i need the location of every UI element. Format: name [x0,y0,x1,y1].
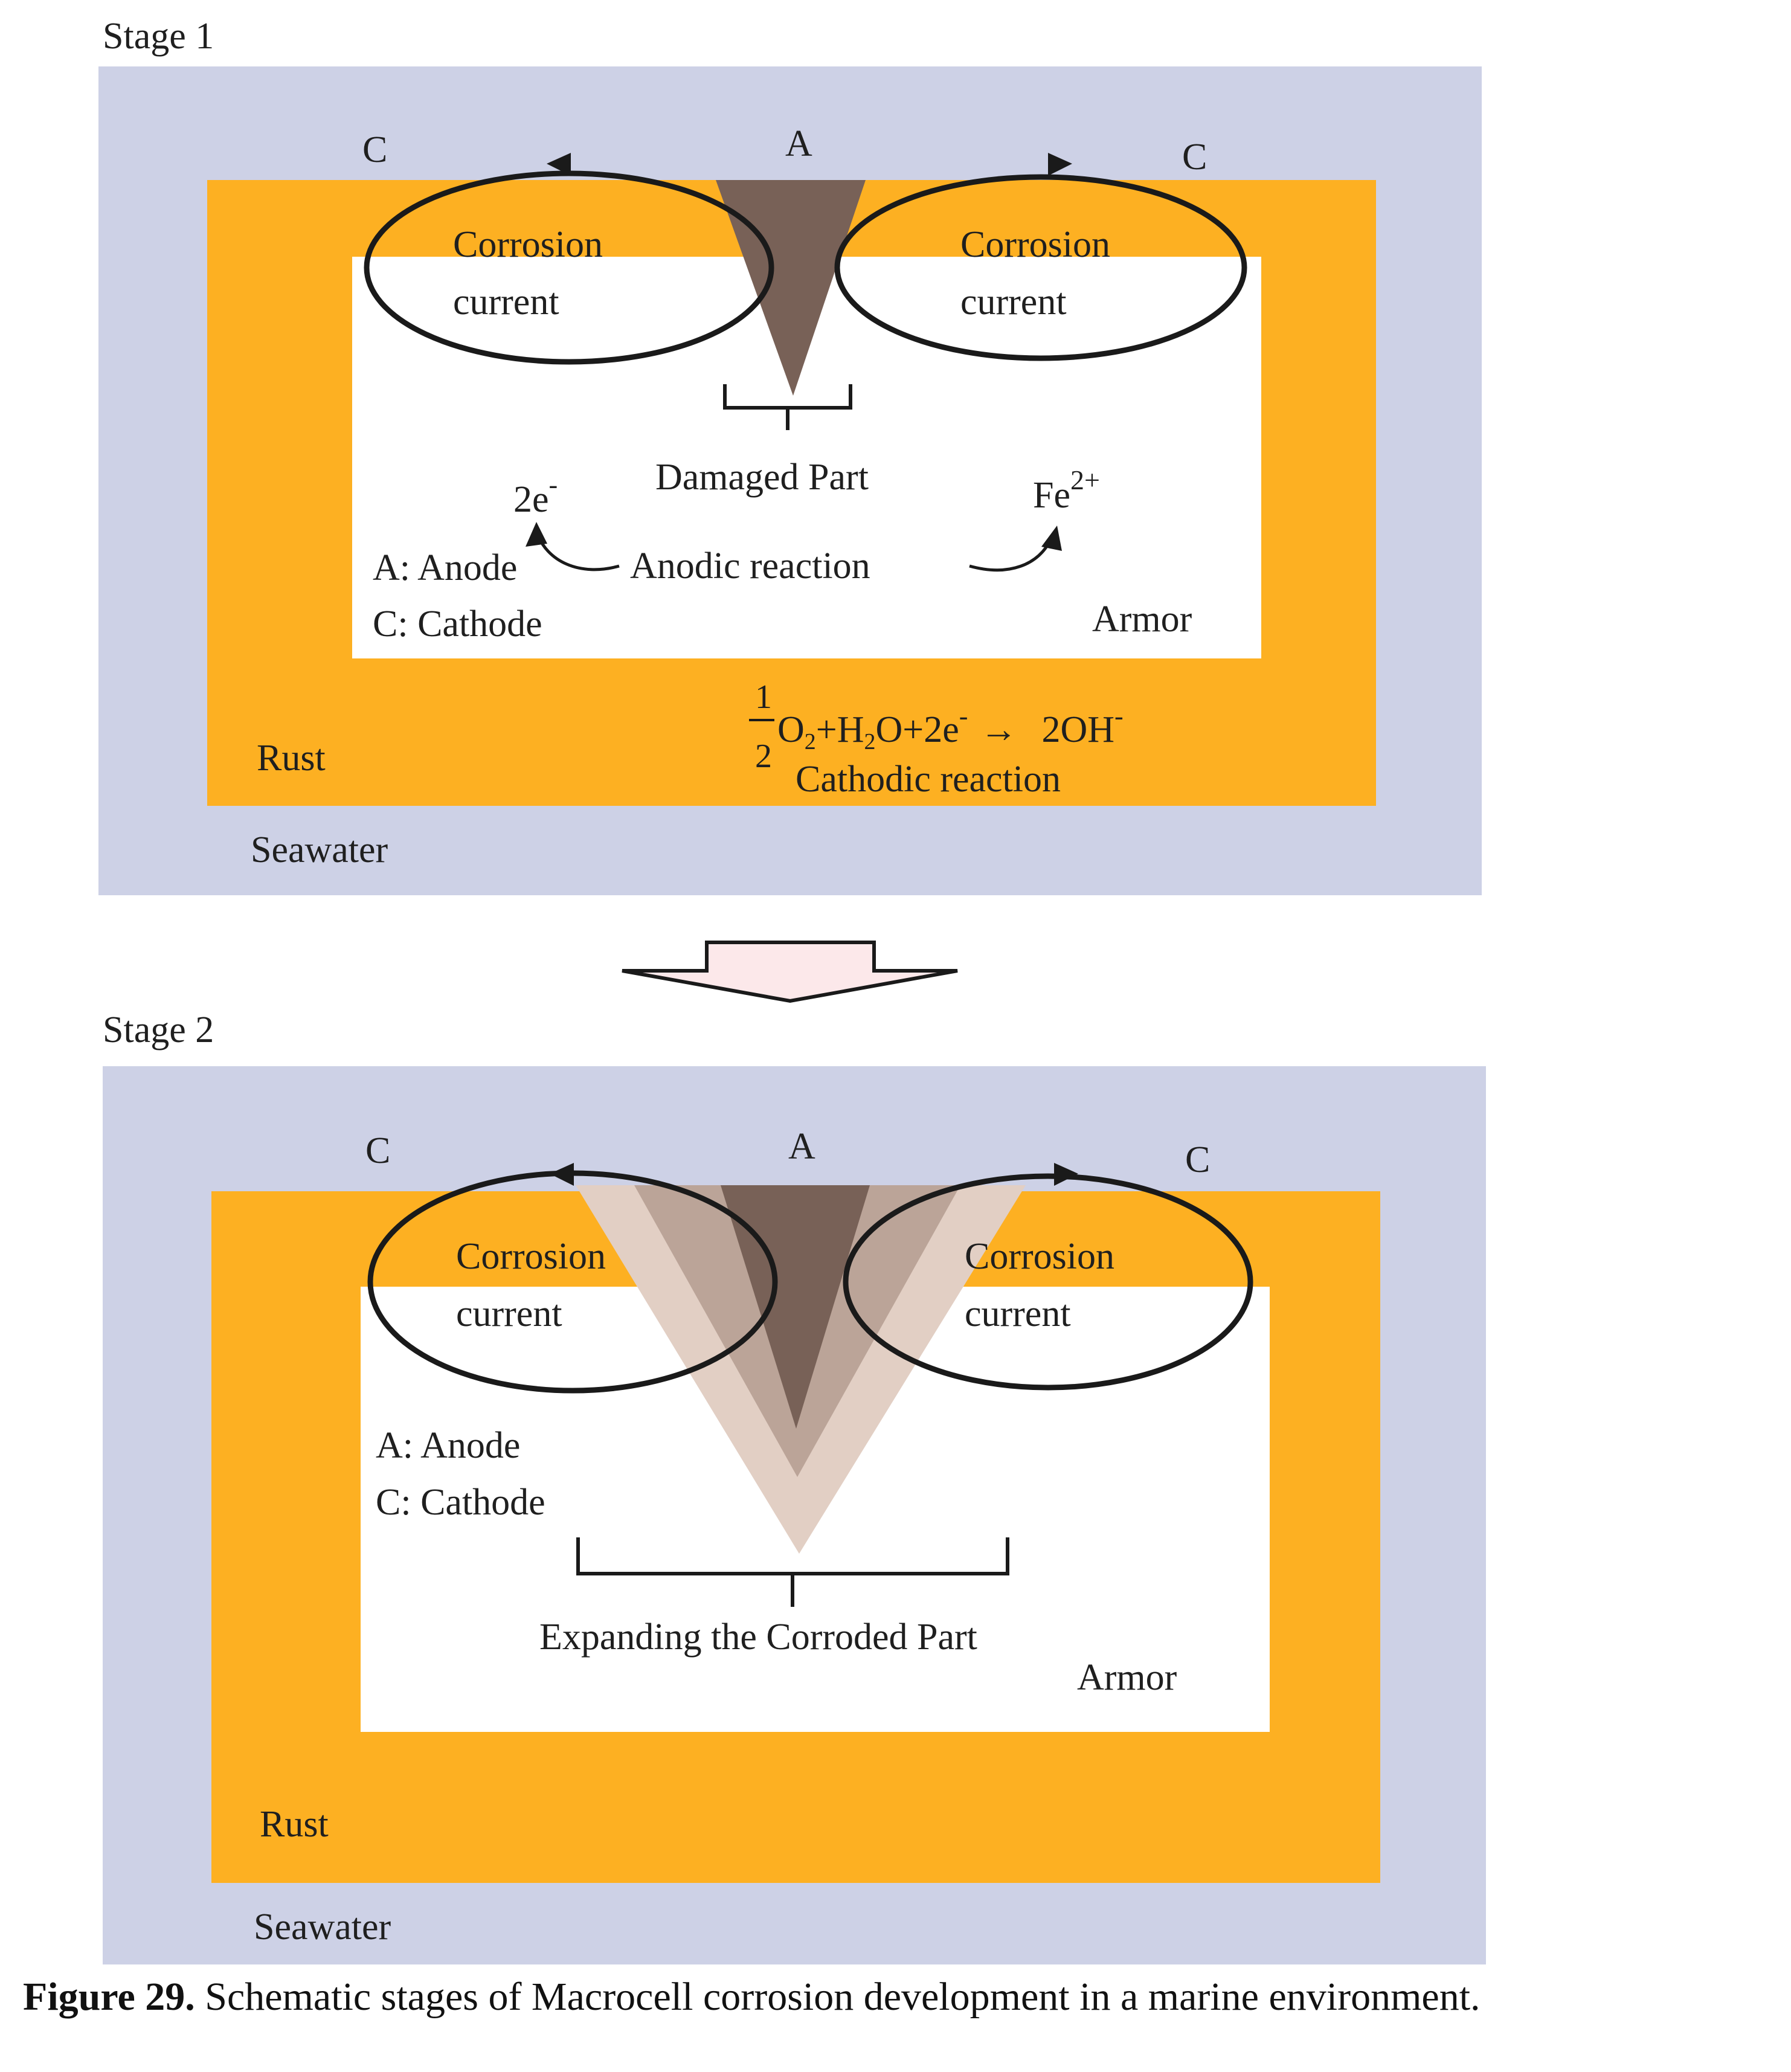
stage2-right-current-line1: Corrosion [965,1236,1114,1277]
stage2-seawater-label: Seawater [254,1906,391,1948]
stage2-legend-cathode: C: Cathode [376,1482,545,1523]
stage2-left-current-line2: current [456,1293,562,1334]
stage1-anode-label: A [785,123,812,164]
stage1-fraction-denominator: 2 [755,738,772,775]
stage2-expanding-label: Expanding the Corroded Part [539,1617,977,1658]
stage2-anode-label: A [788,1126,815,1167]
stage2-pit-inner [721,1185,870,1429]
stage2-title: Stage 2 [103,1009,214,1050]
stage1-iron-ion-label: Fe2+ [1033,465,1100,516]
stage1-rust-label: Rust [257,738,326,779]
stage1-damaged-part-label: Damaged Part [655,457,869,498]
stage2-expanding-brace [576,1537,1009,1607]
stage1-right-loop-arrowhead [1048,153,1072,176]
stage1-cathodic-reaction-label: Cathodic reaction [796,759,1061,800]
stage1-left-current-line1: Corrosion [453,224,603,265]
stage1-left-current-line2: current [453,282,559,323]
stage1-electron-arrowhead [526,522,547,547]
stage1-anodic-reaction-label: Anodic reaction [630,545,870,587]
stage2-right-current-line2: current [965,1293,1071,1334]
stage1-damaged-pit [716,180,866,396]
stage-transition-arrow [622,941,958,1003]
stage1-cathodic-equation: O2+H2O+2e-→2OH- [777,701,1124,754]
stage1-cathode-left-label: C [362,129,387,170]
stage1-iron-arrowhead [1041,526,1062,551]
figure-caption: Figure 29. Schematic stages of Macrocell… [23,1974,1775,2020]
stage1-right-current-line2: current [960,282,1067,323]
stage1-cathode-right-label: C [1182,137,1207,178]
stage1-legend-cathode: C: Cathode [373,603,542,645]
figure-caption-label: Figure 29. [23,1975,195,2019]
stage1-damaged-brace [723,384,852,430]
stage1-right-current-loop [834,174,1247,361]
stage2-armor-label: Armor [1077,1657,1177,1698]
stage2-legend-anode: A: Anode [376,1425,520,1466]
stage1-left-loop-arrowhead [547,153,571,176]
stage2-right-current-loop [843,1173,1253,1391]
stage1-electrons-label: 2e- [513,470,558,520]
figure-caption-text: Schematic stages of Macrocell corrosion … [195,1975,1481,2019]
stage1-fraction-numerator: 1 [755,678,772,716]
stage1-legend-anode: A: Anode [373,547,517,588]
stage1-armor-label: Armor [1092,599,1192,640]
stage2-rust-label: Rust [260,1804,329,1845]
stage2-right-loop-arrowhead [1054,1163,1078,1186]
stage2-left-loop-arrowhead [550,1163,574,1186]
stage2-cathode-left-label: C [365,1130,390,1171]
stage2-left-current-line1: Corrosion [456,1236,606,1277]
stage2-cathode-right-label: C [1185,1139,1210,1180]
stage1-right-current-line1: Corrosion [960,224,1110,265]
stage1-title: Stage 1 [103,16,214,57]
stage1-seawater-label: Seawater [251,829,388,870]
